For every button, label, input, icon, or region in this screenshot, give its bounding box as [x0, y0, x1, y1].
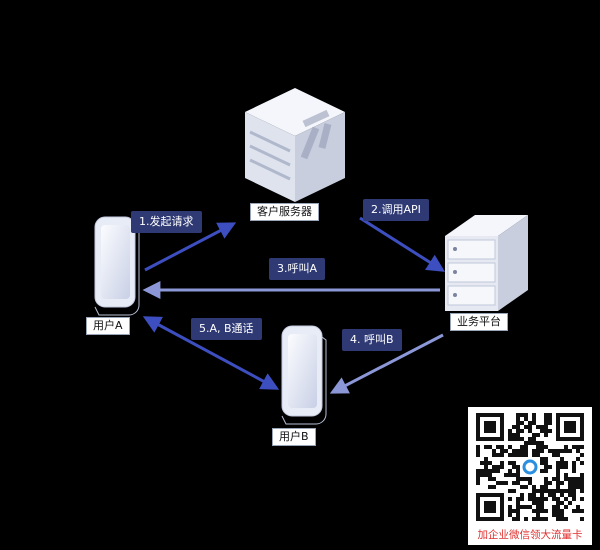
step3-tag: 3.呼叫A: [269, 258, 326, 280]
phone-b-icon: [281, 325, 327, 425]
user-a-label: 用户A: [86, 317, 130, 335]
qr-code-card[interactable]: [468, 407, 592, 545]
business-platform-label: 业务平台: [450, 313, 508, 331]
step1-tag: 1.发起请求: [131, 211, 202, 233]
phone-a-icon: [94, 216, 140, 316]
arrow-step4: [329, 333, 444, 394]
business-platform-server-icon: [445, 215, 528, 311]
qr-banner: 加企业微信领大流量卡: [468, 525, 592, 545]
qr-code-image: [476, 413, 584, 521]
arrow-step2: [359, 216, 446, 272]
arrow-step1: [144, 222, 237, 272]
customer-server-icon: [245, 88, 345, 202]
user-b-label: 用户B: [272, 428, 316, 446]
customer-server-label: 客户服务器: [250, 203, 319, 221]
arrow-step5: [142, 316, 280, 390]
step4-tag: 4. 呼叫B: [342, 329, 402, 351]
step2-tag: 2.调用API: [363, 199, 429, 221]
step5-tag: 5.A, B通话: [191, 318, 262, 340]
